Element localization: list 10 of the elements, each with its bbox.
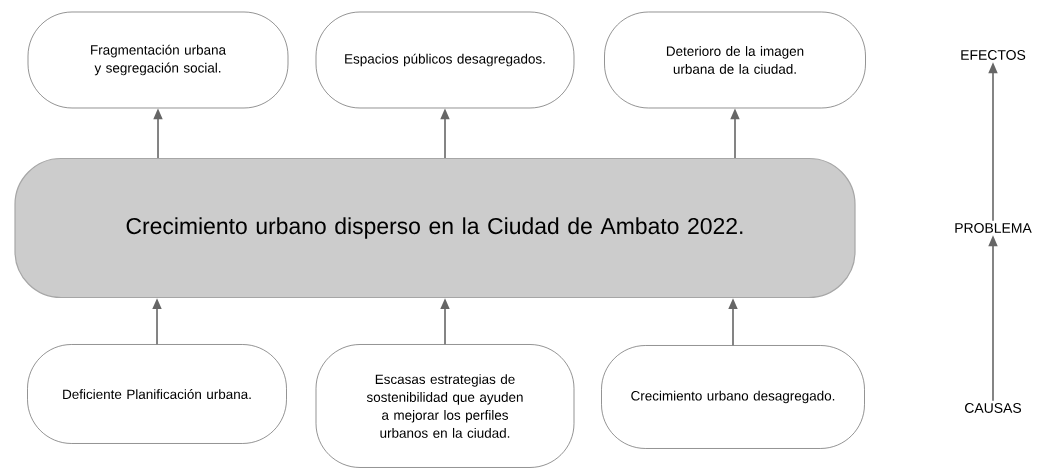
rounded-box: Escasas estrategias de sostenibilidad que ayuden a mejorar los perfiles urbanos en la ciudad. [315,344,575,468]
problem-box: Crecimiento urbano disperso en la Ciudad de Ambato 2022. [14,157,856,299]
axis-label: EFECTOS [961,50,1026,60]
rounded-box: Espacios públicos desagregados. [315,11,575,109]
rounded-box: Deterioro de la imagen urbana de la ciudad. [604,11,866,109]
axis-label: PROBLEMA [955,223,1032,233]
rounded-box: Deficiente Planificación urbana. [27,344,287,444]
rounded-box: Crecimiento urbano desagregado. [601,345,865,449]
rounded-box: Fragmentación urbana y segregación social. [27,11,289,109]
axis-label: CAUSAS [965,403,1022,413]
